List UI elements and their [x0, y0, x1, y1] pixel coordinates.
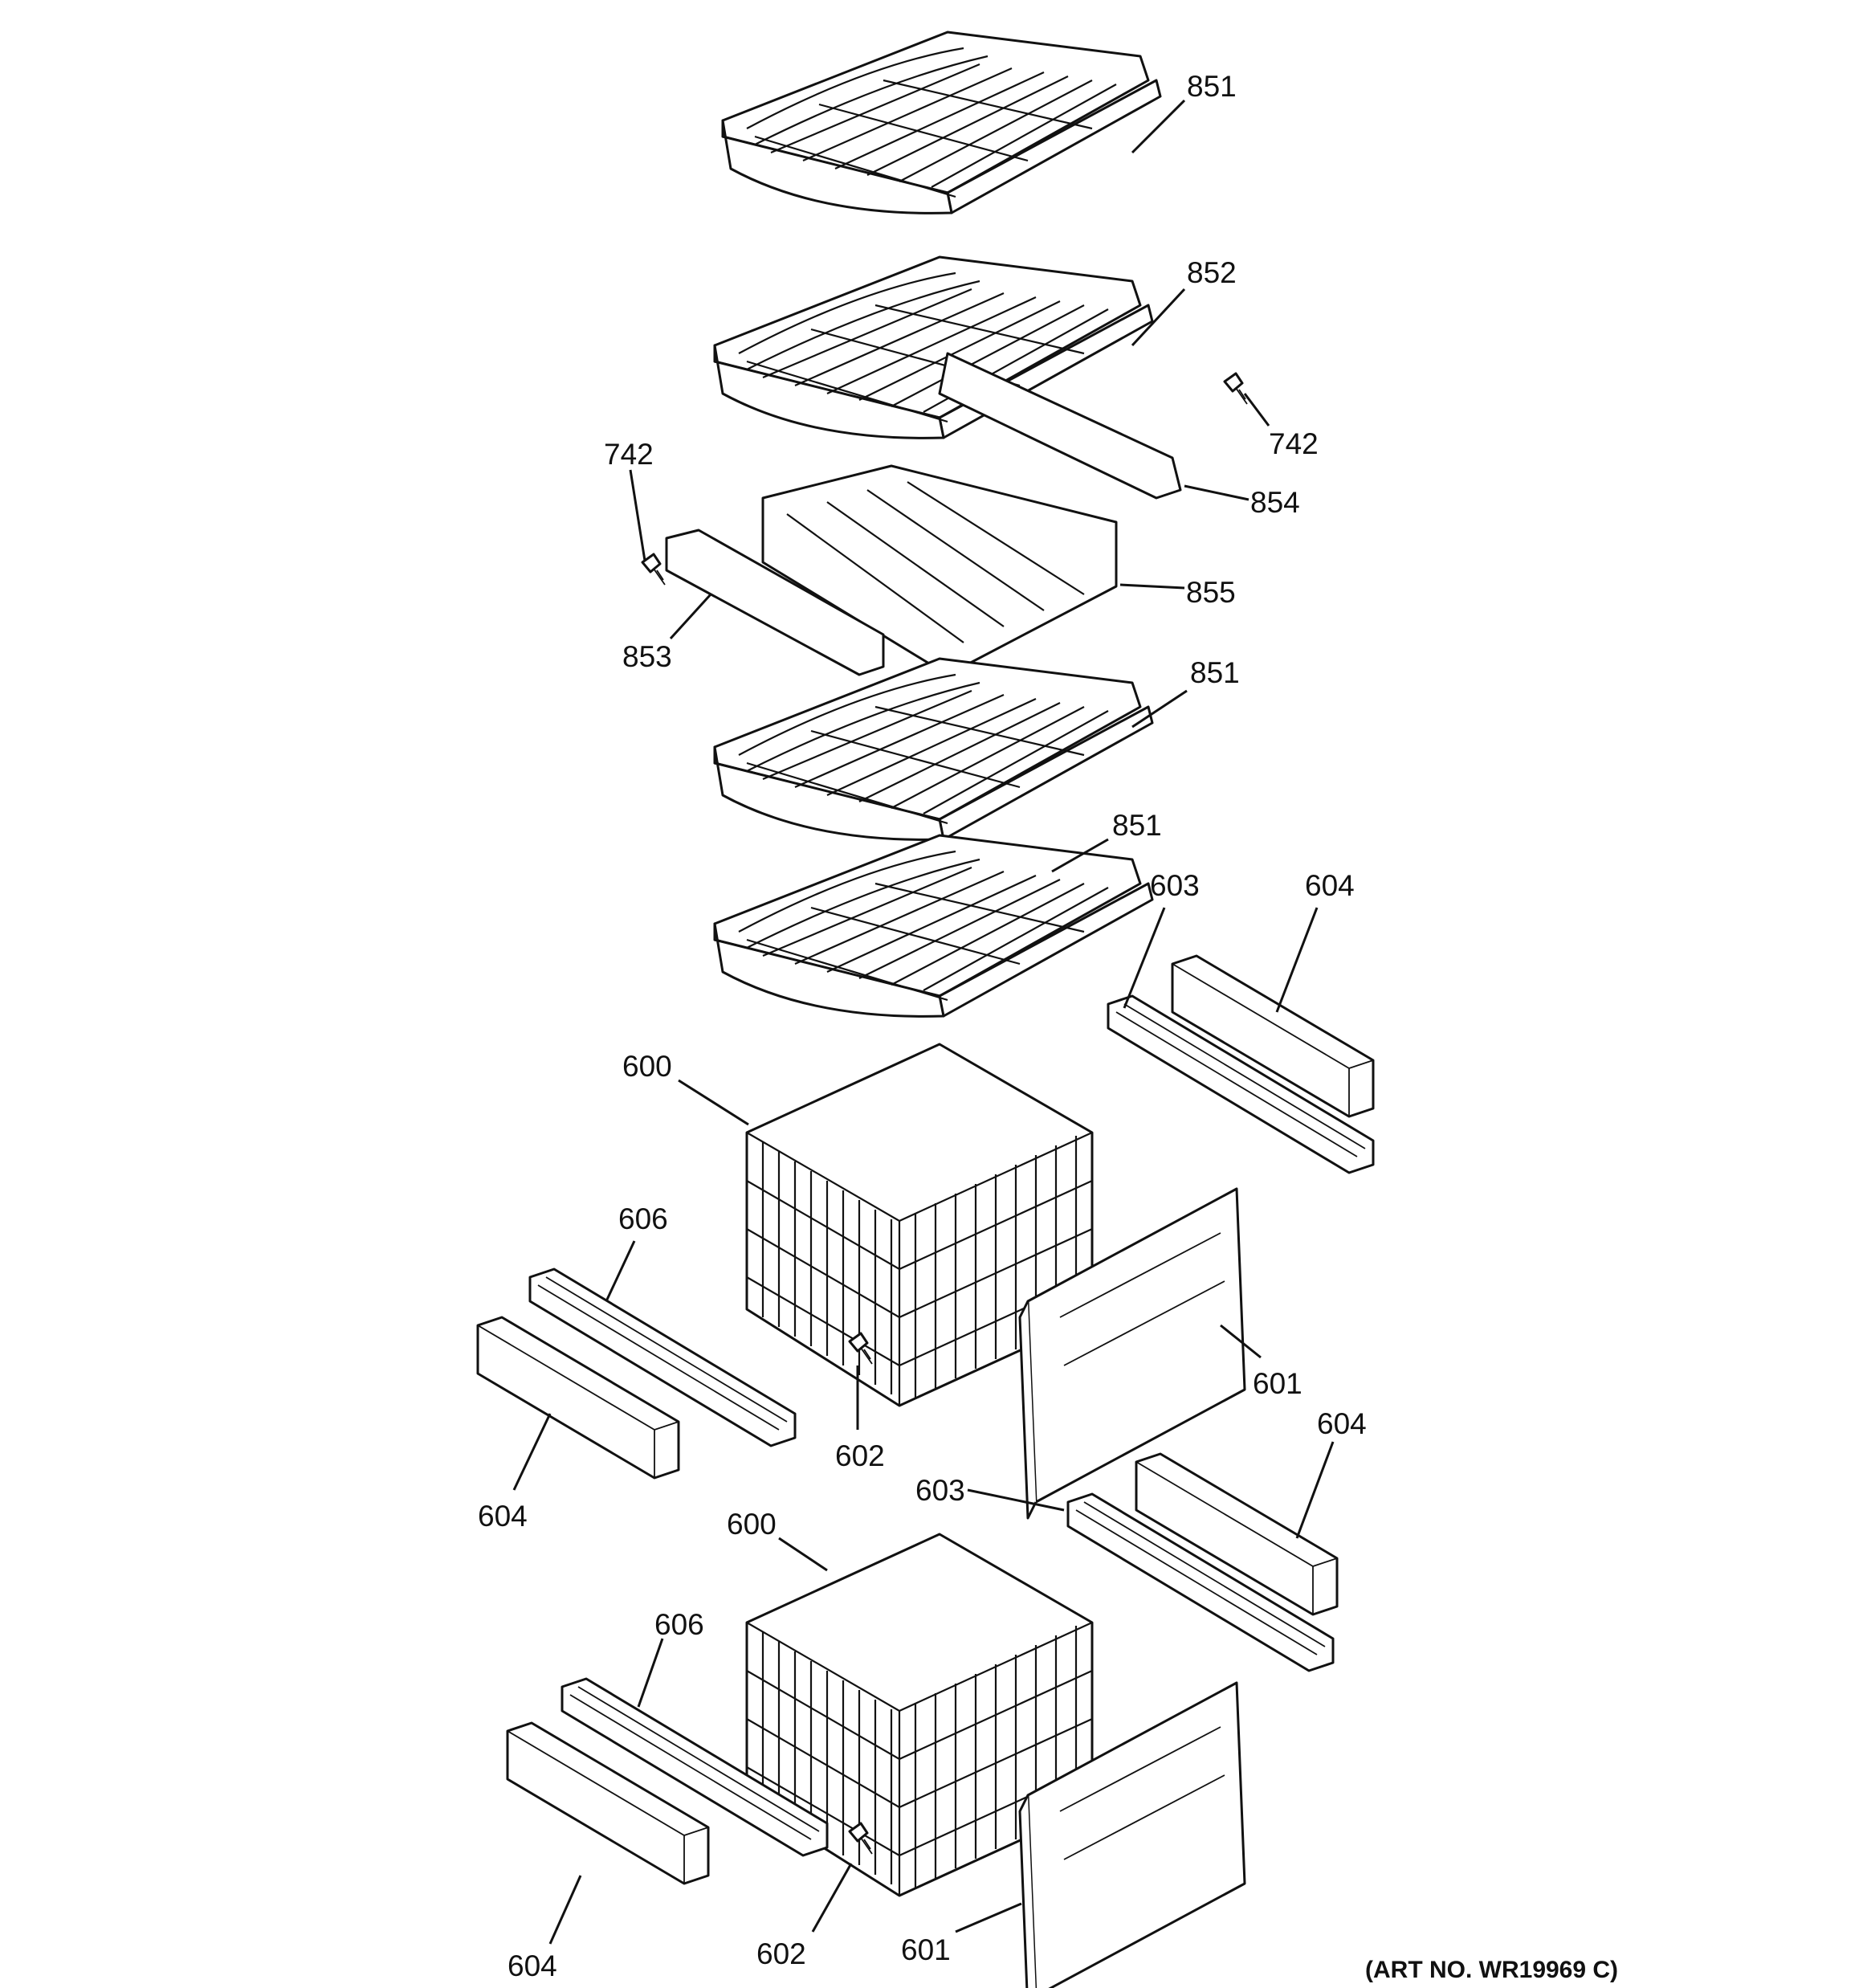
- callout-604: 604: [1305, 869, 1355, 902]
- callout-604: 604: [478, 1500, 528, 1533]
- callout-742: 742: [604, 438, 654, 471]
- shelf-support-854: [938, 352, 1182, 500]
- callout-742: 742: [1269, 427, 1319, 460]
- callout-851: 851: [1112, 809, 1162, 842]
- callout-603: 603: [1150, 869, 1200, 902]
- callout-600: 600: [622, 1050, 672, 1083]
- shelf-852: [713, 255, 1154, 439]
- callout-851: 851: [1187, 70, 1237, 103]
- callout-855: 855: [1186, 576, 1236, 609]
- callout-606: 606: [654, 1608, 704, 1641]
- callout-602: 602: [756, 1937, 806, 1970]
- callout-851: 851: [1190, 656, 1240, 689]
- callout-604: 604: [508, 1949, 557, 1982]
- art-number: (ART NO. WR19969 C): [1365, 1957, 1618, 1983]
- callout-852: 852: [1187, 256, 1237, 289]
- shelf-851-top: [721, 31, 1162, 214]
- callout-601: 601: [901, 1933, 951, 1966]
- callout-600: 600: [727, 1508, 777, 1541]
- callout-labels: 851 852 742 742 854 855 853 851 851 603 …: [478, 70, 1367, 1982]
- cover-853: [665, 529, 885, 676]
- pan-855: [761, 464, 1118, 676]
- screw-742-right: [1223, 372, 1249, 406]
- shelf-851-lower: [713, 834, 1154, 1018]
- screw-742-left: [641, 553, 667, 586]
- callout-603: 603: [915, 1474, 965, 1507]
- callout-601: 601: [1253, 1367, 1302, 1400]
- callout-604: 604: [1317, 1407, 1367, 1440]
- leader-lines: [512, 99, 1335, 1945]
- callout-602: 602: [835, 1439, 885, 1472]
- shelf-851-middle: [713, 657, 1154, 841]
- callout-853: 853: [622, 640, 672, 673]
- callout-606: 606: [618, 1202, 668, 1235]
- callout-854: 854: [1250, 486, 1300, 519]
